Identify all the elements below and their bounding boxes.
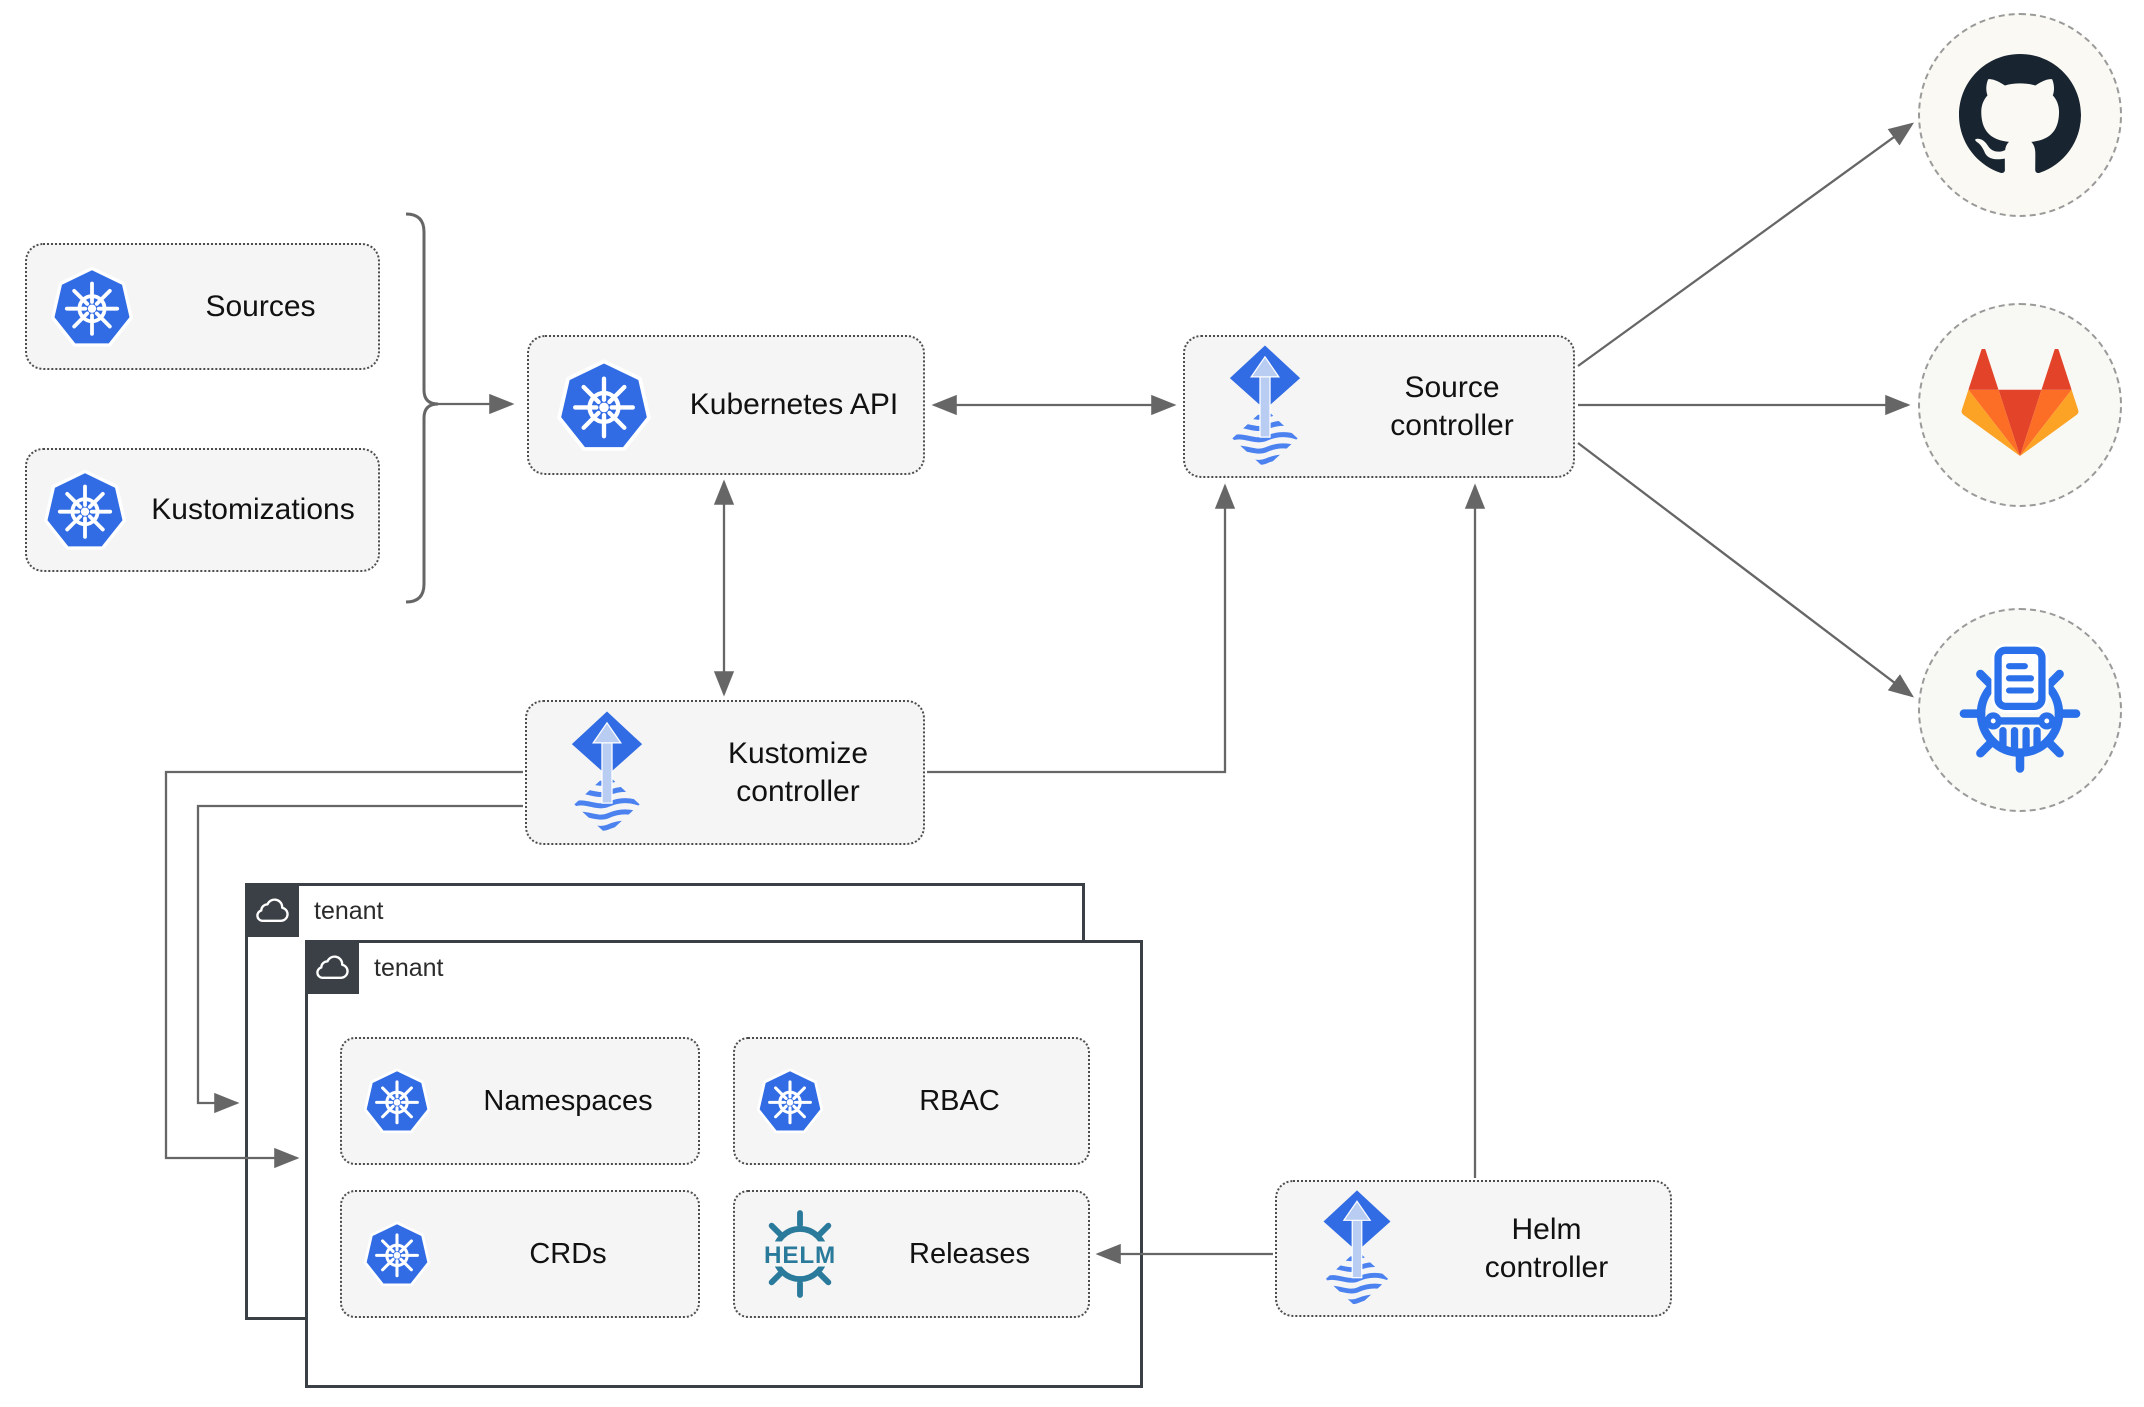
github-icon	[1959, 54, 2081, 173]
node-label: Sources	[205, 289, 316, 323]
node-label: Kustomizations	[151, 493, 355, 527]
node-label: Namespaces	[483, 1084, 653, 1117]
kubernetes-icon	[529, 359, 679, 452]
tenant-label: tenant	[374, 954, 444, 982]
node-label: Source controller	[1390, 371, 1514, 442]
chartmuseum-icon	[1953, 643, 2087, 777]
node-kustomize-controller: Kustomize controller	[525, 700, 925, 845]
tenant-label: tenant	[314, 897, 384, 925]
node-crds: CRDs	[340, 1190, 700, 1318]
node-source-controller: Source controller	[1183, 335, 1575, 478]
endpoint-gitlab	[1918, 303, 2122, 507]
kubernetes-icon	[27, 265, 157, 348]
node-kustomizations: Kustomizations	[25, 448, 380, 572]
cloud-icon	[305, 940, 359, 994]
node-label: Kustomize controller	[727, 737, 869, 808]
helm-icon: HELM	[735, 1208, 865, 1300]
node-label: Kubernetes API	[689, 388, 899, 422]
gitlab-icon	[1961, 349, 2079, 457]
node-kubernetes-api: Kubernetes API	[527, 335, 925, 475]
node-label: Helm controller	[1484, 1213, 1609, 1284]
bracket-group-crds	[405, 212, 439, 604]
node-releases: HELM Releases	[733, 1190, 1090, 1318]
flux-icon	[1185, 343, 1345, 471]
node-sources: Sources	[25, 243, 380, 370]
endpoint-github	[1918, 13, 2122, 217]
edge-sourcectrl-to-github	[1577, 122, 1915, 367]
kubernetes-icon	[735, 1068, 845, 1134]
svg-text:HELM: HELM	[764, 1242, 836, 1269]
node-rbac: RBAC	[733, 1037, 1090, 1165]
kubernetes-icon	[342, 1221, 452, 1287]
edge-kustomizectrl-to-sourcectrl	[927, 483, 1236, 774]
kubernetes-icon	[27, 469, 142, 551]
node-label: Releases	[909, 1237, 1030, 1270]
node-namespaces: Namespaces	[340, 1037, 700, 1165]
node-helm-controller: Helm controller	[1275, 1180, 1672, 1317]
kubernetes-icon	[342, 1068, 452, 1134]
cloud-icon	[245, 883, 299, 937]
endpoint-chartmuseum	[1918, 608, 2122, 812]
node-label: RBAC	[919, 1084, 1000, 1117]
edge-sourcectrl-to-chartmuseum	[1577, 442, 1915, 698]
flux-icon	[1277, 1188, 1437, 1310]
flux-icon	[527, 709, 687, 837]
node-label: CRDs	[529, 1237, 607, 1270]
